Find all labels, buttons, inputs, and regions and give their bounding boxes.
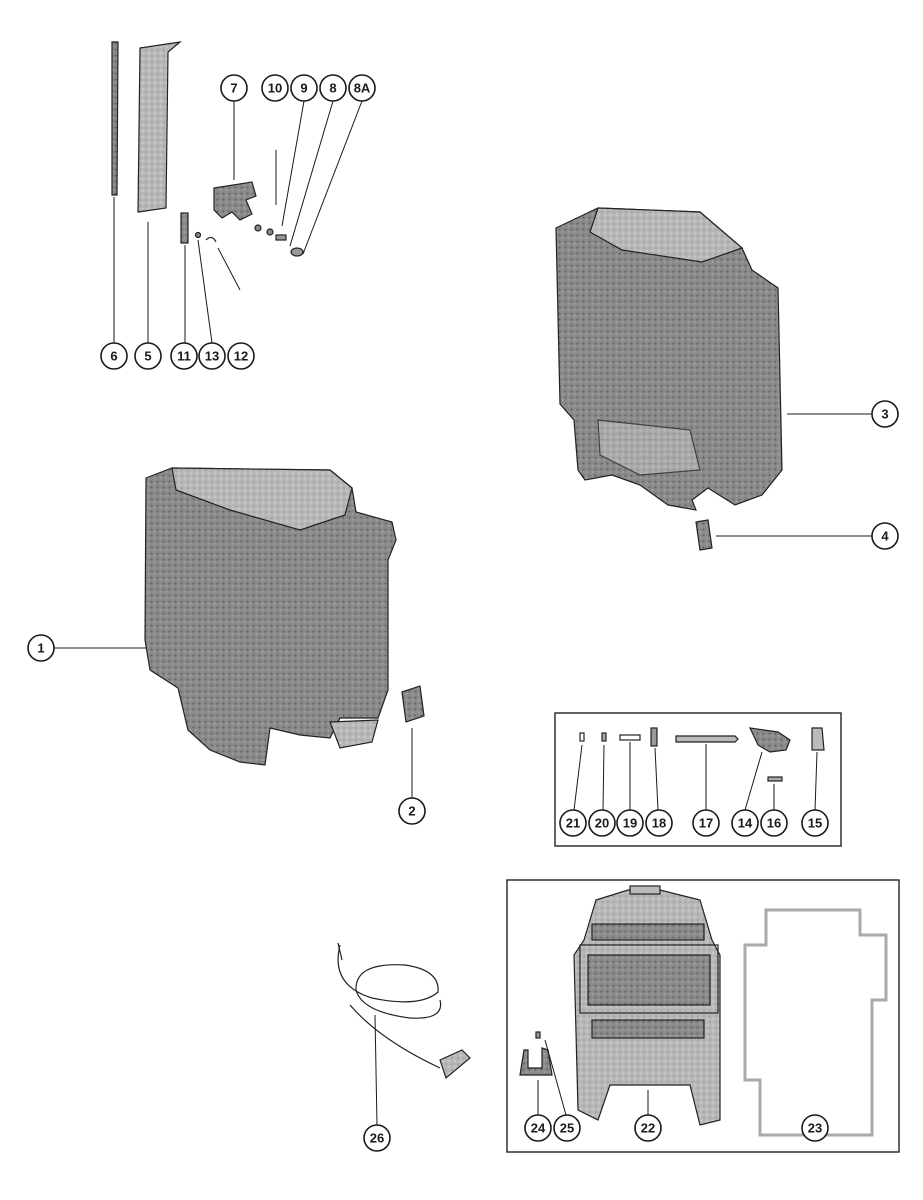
svg-text:7: 7 xyxy=(230,81,237,96)
washer-13-and-clip-12 xyxy=(194,231,217,243)
svg-text:22: 22 xyxy=(641,1121,655,1136)
svg-text:17: 17 xyxy=(699,816,713,831)
callout-2: 2 xyxy=(398,797,426,825)
cowl-half-1 xyxy=(144,467,397,766)
svg-text:24: 24 xyxy=(531,1121,546,1136)
svg-text:21: 21 xyxy=(566,816,580,831)
svg-text:13: 13 xyxy=(205,349,219,364)
svg-text:6: 6 xyxy=(110,349,117,364)
gasket-23 xyxy=(743,908,888,1137)
latch-clips-24-25 xyxy=(519,1031,553,1076)
callout-6: 6 xyxy=(100,342,128,370)
svg-text:19: 19 xyxy=(623,816,637,831)
svg-text:4: 4 xyxy=(881,529,889,544)
trim-strip-5 xyxy=(137,41,183,213)
svg-text:8: 8 xyxy=(329,81,336,96)
small-hardware-10-9-8 xyxy=(254,224,304,257)
seal-4 xyxy=(695,519,713,551)
callout-18: 18 xyxy=(645,809,673,837)
callout-1: 1 xyxy=(27,634,55,662)
callout-5: 5 xyxy=(134,342,162,370)
callout-19: 19 xyxy=(616,809,644,837)
hardware-kit-parts xyxy=(579,727,825,782)
svg-text:26: 26 xyxy=(370,1131,384,1146)
svg-text:3: 3 xyxy=(881,407,888,422)
svg-text:11: 11 xyxy=(177,349,191,364)
cowl-top-22 xyxy=(573,885,721,1126)
callout-23: 23 xyxy=(801,1114,829,1142)
callout-25: 25 xyxy=(553,1114,581,1142)
callout-3: 3 xyxy=(871,400,899,428)
trim-strip-6 xyxy=(111,41,119,196)
svg-text:23: 23 xyxy=(808,1121,822,1136)
callout-10: 10 xyxy=(261,74,289,102)
callout-12: 12 xyxy=(227,342,255,370)
svg-text:9: 9 xyxy=(300,81,307,96)
callout-21: 21 xyxy=(559,809,587,837)
svg-text:12: 12 xyxy=(234,349,248,364)
callout-15: 15 xyxy=(801,809,829,837)
svg-text:2: 2 xyxy=(408,804,415,819)
callout-16: 16 xyxy=(760,809,788,837)
hardware-kit-frame xyxy=(554,712,842,847)
cable-26 xyxy=(337,942,471,1080)
svg-text:20: 20 xyxy=(595,816,609,831)
callout-24: 24 xyxy=(524,1114,552,1142)
bolt-11 xyxy=(180,212,189,244)
cowl-top-kit-frame xyxy=(506,879,900,1153)
callout-11: 11 xyxy=(170,342,198,370)
callout-9: 9 xyxy=(290,74,318,102)
callout-7: 7 xyxy=(220,74,248,102)
svg-text:8A: 8A xyxy=(354,81,371,96)
svg-text:14: 14 xyxy=(738,816,753,831)
callout-22: 22 xyxy=(634,1114,662,1142)
latch-block-2 xyxy=(401,685,425,723)
callout-20: 20 xyxy=(588,809,616,837)
svg-text:16: 16 xyxy=(767,816,781,831)
latch-bracket-7 xyxy=(213,181,257,221)
svg-text:15: 15 xyxy=(808,816,822,831)
cowl-half-3 xyxy=(555,207,783,511)
callout-17: 17 xyxy=(692,809,720,837)
callout-13: 13 xyxy=(198,342,226,370)
callout-8a: 8A xyxy=(348,74,376,102)
svg-text:1: 1 xyxy=(37,641,44,656)
svg-text:25: 25 xyxy=(560,1121,574,1136)
svg-text:18: 18 xyxy=(652,816,666,831)
callout-26: 26 xyxy=(363,1124,391,1152)
callout-14: 14 xyxy=(731,809,759,837)
svg-text:10: 10 xyxy=(268,81,282,96)
callout-8: 8 xyxy=(319,74,347,102)
svg-text:5: 5 xyxy=(144,349,151,364)
callout-4: 4 xyxy=(871,522,899,550)
